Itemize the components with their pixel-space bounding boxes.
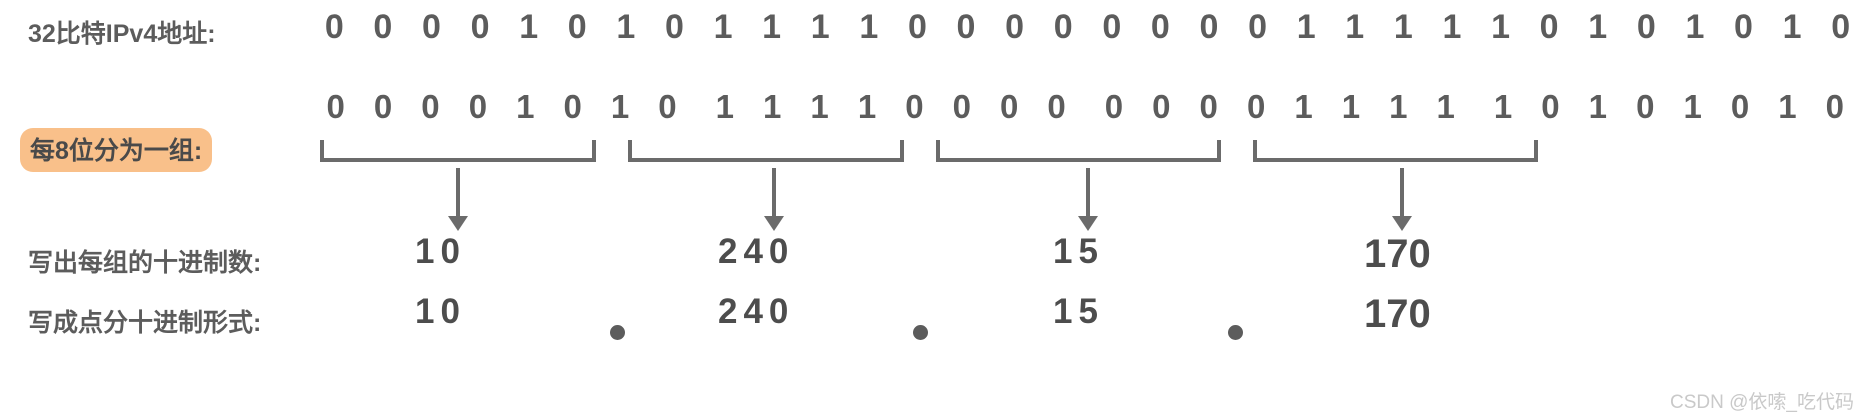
- bit-continuous: 0: [1102, 8, 1122, 46]
- bit-grouped: 0: [1152, 88, 1171, 125]
- bit-grouped: 0: [1047, 88, 1066, 125]
- bit-continuous: 0: [907, 8, 927, 46]
- bit-grouped: 1: [1389, 88, 1408, 125]
- bit-grouped: 0: [563, 88, 582, 125]
- bit-grouped: 0: [1730, 88, 1750, 125]
- group-arrow-1: [448, 168, 468, 231]
- bit-continuous: 0: [1005, 8, 1025, 46]
- group-arrow-2: [764, 168, 784, 231]
- bit-grouped: 1: [1588, 88, 1608, 125]
- dotted-separator-3: [1228, 325, 1243, 340]
- bit-grouped: 0: [952, 88, 971, 125]
- bit-continuous: 0: [373, 8, 393, 46]
- label-ipv4-address: 32比特IPv4地址:: [28, 20, 216, 48]
- bit-continuous: 0: [1539, 8, 1559, 46]
- bit-continuous: 1: [1588, 8, 1608, 46]
- bit-continuous: 1: [1442, 8, 1462, 46]
- bit-grouped: 1: [857, 88, 877, 125]
- dotted-value-1: 10: [415, 292, 466, 331]
- group-arrow-4: [1392, 168, 1412, 231]
- decimal-value-4: 170: [1364, 232, 1431, 276]
- bit-continuous: 1: [810, 8, 830, 46]
- decimal-value-2: 240: [718, 232, 795, 271]
- bit-grouped: 1: [1683, 88, 1702, 125]
- bit-grouped: 1: [715, 88, 734, 125]
- bit-continuous: 0: [1831, 8, 1851, 46]
- bit-grouped: 1: [1493, 88, 1513, 125]
- bit-grouped: 1: [1436, 88, 1455, 125]
- bit-continuous: 1: [1393, 8, 1413, 46]
- bit-continuous: 0: [1150, 8, 1170, 46]
- group-brace-2: [628, 140, 904, 162]
- bit-grouped: 0: [999, 88, 1019, 125]
- bit-grouped: 0: [468, 88, 488, 125]
- bit-continuous: 1: [1345, 8, 1365, 46]
- bit-continuous: 0: [1053, 8, 1073, 46]
- decimal-value-1: 10: [415, 232, 466, 271]
- dotted-value-2: 240: [718, 292, 795, 331]
- bit-grouped: 0: [1104, 88, 1124, 125]
- bit-continuous: 0: [956, 8, 976, 46]
- bit-grouped: 1: [610, 88, 630, 125]
- decimal-value-3: 15: [1053, 232, 1104, 271]
- label-group-by-8-highlighted: 每8位分为一组:: [20, 128, 213, 172]
- bit-grouped: 1: [516, 88, 535, 125]
- bit-continuous: 0: [1734, 8, 1753, 46]
- bit-grouped: 0: [1199, 88, 1218, 125]
- bit-grouped: 0: [905, 88, 924, 125]
- bit-grouped: 0: [1825, 88, 1844, 125]
- group-brace-4: [1253, 140, 1538, 162]
- bit-grouped: 1: [810, 88, 829, 125]
- group-arrow-3: [1078, 168, 1098, 231]
- bit-grouped: 0: [1636, 88, 1655, 125]
- bit-continuous: 1: [859, 8, 879, 46]
- group-brace-1: [320, 140, 596, 162]
- label-write-decimal: 写出每组的十进制数:: [28, 249, 262, 277]
- bit-continuous: 1: [1782, 8, 1802, 46]
- bit-continuous: 1: [1685, 8, 1705, 46]
- label-dotted-decimal-form: 写成点分十进制形式:: [28, 309, 262, 337]
- bit-grouped: 0: [421, 88, 440, 125]
- dotted-value-3: 15: [1053, 292, 1104, 331]
- bit-grouped: 0: [326, 88, 345, 125]
- bit-grouped: 1: [1294, 88, 1313, 125]
- bit-continuous: 1: [762, 8, 782, 46]
- bit-continuous: 1: [1296, 8, 1316, 46]
- bit-continuous: 0: [1248, 8, 1268, 46]
- bit-grouped: 1: [1341, 88, 1361, 125]
- bit-continuous: 1: [519, 8, 539, 46]
- bit-grouped: 1: [1778, 88, 1797, 125]
- bit-continuous: 0: [324, 8, 344, 46]
- dotted-value-4: 170: [1364, 292, 1431, 336]
- bit-grouped: 0: [658, 88, 677, 125]
- bit-grouped: 1: [763, 88, 782, 125]
- bit-continuous: 1: [1491, 8, 1510, 46]
- bit-grouped: 0: [1541, 88, 1560, 125]
- bit-continuous: 0: [1199, 8, 1219, 46]
- bit-continuous: 0: [1636, 8, 1656, 46]
- dotted-separator-2: [913, 325, 928, 340]
- bit-continuous: 0: [664, 8, 684, 46]
- bit-grouped: 0: [1246, 88, 1266, 125]
- bit-continuous: 0: [422, 8, 441, 46]
- bit-continuous: 1: [713, 8, 733, 46]
- bit-continuous: 1: [616, 8, 636, 46]
- dotted-separator-1: [610, 325, 625, 340]
- bit-continuous: 0: [470, 8, 490, 46]
- bit-grouped: 0: [373, 88, 393, 125]
- bit-continuous: 0: [567, 8, 587, 46]
- group-brace-3: [936, 140, 1221, 162]
- watermark: CSDN @依嗦_吃代码: [1670, 392, 1854, 413]
